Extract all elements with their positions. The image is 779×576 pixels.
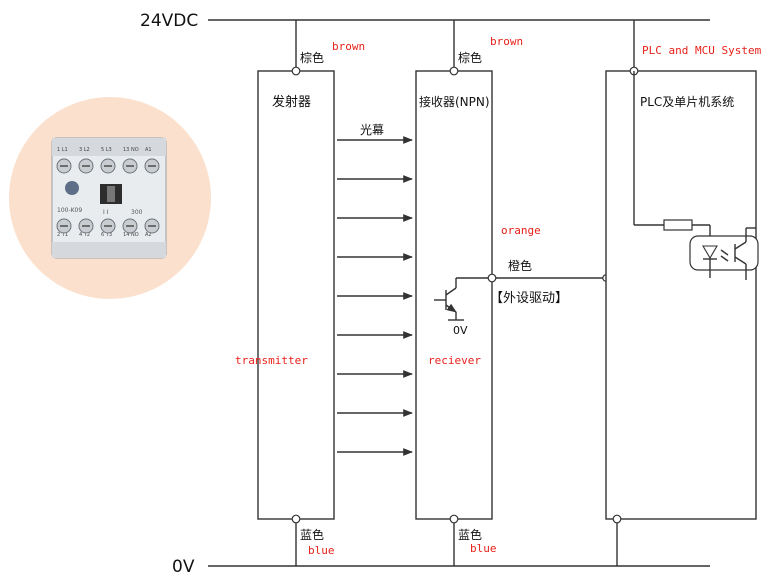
contactor-actuator-slot bbox=[107, 186, 115, 202]
optocoupler-light-ray-2 bbox=[720, 255, 729, 262]
receiver-bottom-wire-en: blue bbox=[470, 542, 497, 555]
transmitter-en-label: transmitter bbox=[235, 354, 308, 367]
bottom-terminal-label: 6 T3 bbox=[101, 232, 112, 238]
transmitter-unit: 发射器 transmitter 棕色 brown 蓝色 blue bbox=[235, 20, 365, 566]
plc-box bbox=[605, 70, 757, 520]
transmitter-cn-label: 发射器 bbox=[272, 94, 311, 110]
receiver-output-wire-cn: 橙色 bbox=[508, 258, 532, 273]
light-curtain-beams: 光幕 bbox=[337, 123, 413, 456]
receiver-cn-label: 接收器(NPN) bbox=[419, 94, 490, 109]
receiver-bottom-terminal bbox=[449, 514, 459, 524]
plc-en-label: PLC and MCU System bbox=[642, 44, 762, 57]
receiver-top-terminal bbox=[449, 66, 459, 76]
bottom-terminal-label: 4 T2 bbox=[79, 232, 90, 238]
receiver-unit: 接收器(NPN) reciever 棕色 brown 蓝色 blue 0V or… bbox=[415, 20, 640, 566]
transmitter-top-wire-en: brown bbox=[332, 40, 365, 53]
transistor-emitter-lead bbox=[445, 303, 457, 313]
resistor-symbol bbox=[663, 219, 693, 231]
bottom-terminal-label: 14 NO bbox=[123, 232, 139, 238]
optocoupler-emitter bbox=[734, 256, 747, 265]
bottom-terminal-label: A2 bbox=[145, 232, 152, 238]
contactor-top-screws: 1 L1 3 L2 5 L3 13 NO A1 bbox=[56, 147, 160, 174]
top-terminal-label: A1 bbox=[145, 147, 152, 153]
contactor-center-number: 300 bbox=[131, 209, 143, 216]
rail-24vdc-label: 24VDC bbox=[140, 11, 198, 31]
transmitter-bottom-wire-cn: 蓝色 bbox=[300, 528, 324, 542]
transmitter-top-terminal bbox=[291, 66, 301, 76]
top-terminal-label: 1 L1 bbox=[57, 147, 68, 153]
transmitter-bottom-terminal bbox=[291, 514, 301, 524]
optocoupler-light-ray-1 bbox=[720, 249, 729, 256]
bottom-terminal-label: 2 T1 bbox=[57, 232, 68, 238]
receiver-bottom-wire-cn: 蓝色 bbox=[458, 528, 482, 542]
top-terminal-label: 5 L3 bbox=[101, 147, 112, 153]
optocoupler-collector bbox=[734, 241, 747, 250]
plc-bottom-terminal bbox=[612, 514, 622, 524]
transmitter-box bbox=[257, 70, 335, 520]
transistor-collector-lead bbox=[445, 287, 457, 296]
power-rail-24vdc: 24VDC bbox=[140, 11, 710, 31]
receiver-output-wire-en: orange bbox=[501, 224, 541, 237]
optocoupler-symbol bbox=[689, 227, 759, 280]
rail-0v-label: 0V bbox=[172, 557, 195, 576]
light-curtain-label: 光幕 bbox=[360, 123, 384, 137]
output-drive-label: 【外设驱动】 bbox=[490, 291, 568, 306]
plc-cn-label: PLC及单片机系统 bbox=[640, 95, 734, 109]
transmitter-top-wire-cn: 棕色 bbox=[300, 50, 324, 65]
optocoupler-led bbox=[702, 245, 718, 260]
contactor-model: 100-K09 bbox=[57, 207, 82, 214]
contactor-top-strip bbox=[52, 138, 166, 156]
receiver-en-label: reciever bbox=[428, 354, 481, 367]
brand-logo-icon bbox=[65, 181, 79, 195]
contactor-center-mark: I I bbox=[103, 209, 109, 216]
receiver-top-wire-cn: 棕色 bbox=[458, 50, 482, 65]
top-terminal-label: 13 NO bbox=[123, 147, 139, 153]
top-terminal-label: 3 L2 bbox=[79, 147, 90, 153]
transistor-ground-label: 0V bbox=[453, 324, 468, 337]
receiver-top-wire-en: brown bbox=[490, 35, 523, 48]
plc-system: PLC及单片机系统 PLC and MCU System bbox=[605, 20, 762, 566]
transmitter-bottom-wire-en: blue bbox=[308, 544, 335, 557]
contactor-bottom-strip bbox=[52, 242, 166, 258]
receiver-box bbox=[415, 70, 493, 520]
receiver-output-terminal bbox=[487, 273, 497, 283]
contactor-bottom-screws: 2 T1 4 T2 6 T3 14 NO A2 bbox=[56, 218, 160, 238]
power-rail-0v: 0V bbox=[172, 557, 710, 576]
npn-transistor-symbol: 0V bbox=[434, 277, 492, 337]
